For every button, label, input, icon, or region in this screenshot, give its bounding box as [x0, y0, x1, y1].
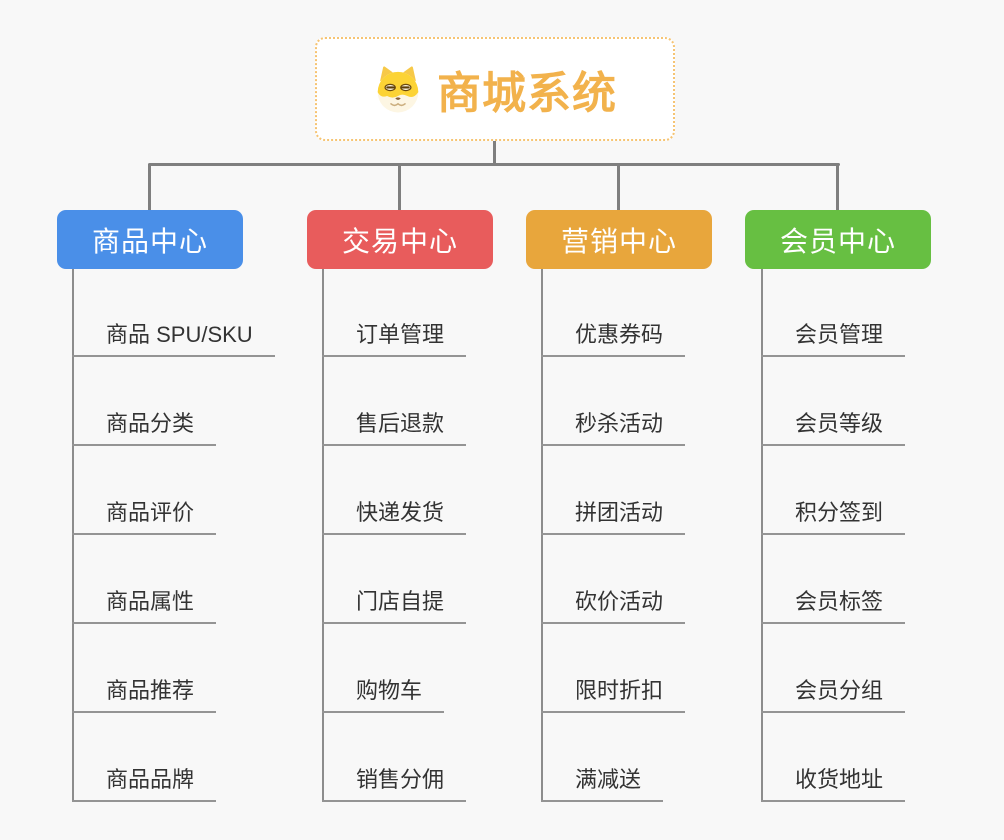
leaf-coupon-code[interactable]: 优惠券码 [541, 315, 686, 357]
leaf-member-level[interactable]: 会员等级 [761, 404, 906, 446]
leaf-express-delivery[interactable]: 快递发货 [322, 493, 467, 535]
root-node[interactable]: 商城系统 [315, 37, 675, 141]
branch-trade-center[interactable]: 交易中心 [307, 210, 493, 269]
connector-trunk-trade [322, 268, 324, 802]
leaf-shipping-address[interactable]: 收货地址 [761, 760, 906, 802]
branch-marketing-center[interactable]: 营销中心 [526, 210, 712, 269]
leaf-group-buy[interactable]: 拼团活动 [541, 493, 686, 535]
leaf-product-attribute[interactable]: 商品属性 [72, 582, 217, 624]
leaf-product-category[interactable]: 商品分类 [72, 404, 217, 446]
connector-horizontal-rail [148, 163, 840, 166]
leaf-member-group[interactable]: 会员分组 [761, 671, 906, 713]
leaf-product-review[interactable]: 商品评价 [72, 493, 217, 535]
leaf-order-management[interactable]: 订单管理 [322, 315, 467, 357]
leaf-after-sales-refund[interactable]: 售后退款 [322, 404, 467, 446]
leaf-sales-commission[interactable]: 销售分佣 [322, 760, 467, 802]
leaf-flash-sale[interactable]: 秒杀活动 [541, 404, 686, 446]
branch-member-center[interactable]: 会员中心 [745, 210, 931, 269]
branch-product-center[interactable]: 商品中心 [57, 210, 243, 269]
connector-drop-trade [398, 164, 401, 211]
leaf-full-reduction[interactable]: 满减送 [541, 760, 664, 802]
leaf-store-pickup[interactable]: 门店自提 [322, 582, 467, 624]
connector-trunk-product [72, 268, 74, 802]
connector-trunk-member [761, 268, 763, 802]
leaf-points-checkin[interactable]: 积分签到 [761, 493, 906, 535]
root-title: 商城系统 [437, 69, 617, 118]
leaf-member-management[interactable]: 会员管理 [761, 315, 906, 357]
connector-drop-product [148, 164, 151, 211]
leaf-bargain-activity[interactable]: 砍价活动 [541, 582, 686, 624]
connector-drop-member [836, 164, 839, 211]
leaf-product-brand[interactable]: 商品品牌 [72, 760, 217, 802]
shiba-dog-icon [377, 66, 419, 113]
leaf-product-recommend[interactable]: 商品推荐 [72, 671, 217, 713]
leaf-limited-time-discount[interactable]: 限时折扣 [541, 671, 686, 713]
leaf-shopping-cart[interactable]: 购物车 [322, 671, 445, 713]
connector-drop-marketing [617, 164, 620, 211]
connector-trunk-marketing [541, 268, 543, 802]
leaf-product-spu-sku[interactable]: 商品 SPU/SKU [72, 315, 275, 357]
leaf-member-tag[interactable]: 会员标签 [761, 582, 906, 624]
connector-root-stem [493, 139, 496, 165]
